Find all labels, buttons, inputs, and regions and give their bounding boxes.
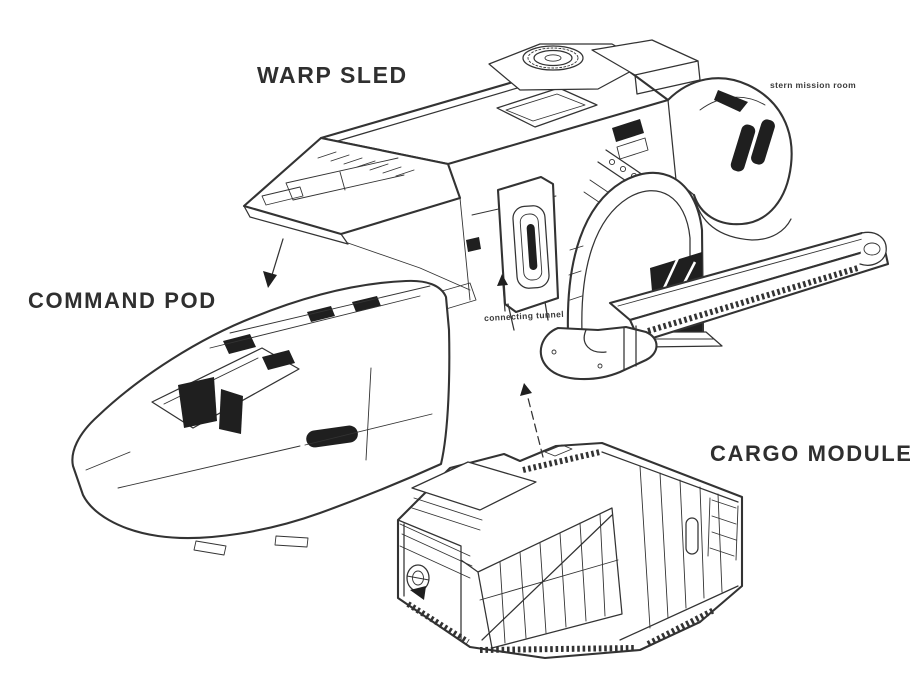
cargo-module-label: CARGO MODULE bbox=[710, 441, 910, 466]
cargo-rib-strip bbox=[522, 449, 601, 473]
arrowhead-up bbox=[497, 274, 508, 286]
cargo-bottom-rib-strips bbox=[406, 601, 716, 653]
warp-sled-wing-details bbox=[243, 151, 415, 245]
command-pod-hull bbox=[71, 279, 451, 540]
cargo-module-drawing bbox=[396, 441, 744, 660]
runner-front-pod bbox=[539, 325, 658, 381]
warp-sled-stern bbox=[666, 77, 793, 241]
arrowhead-down-left bbox=[263, 271, 277, 288]
warp-sled-wing bbox=[242, 136, 462, 236]
command-pod-label: COMMAND POD bbox=[28, 288, 217, 313]
runner-rib-strip bbox=[647, 265, 859, 334]
cargo-right-face bbox=[601, 451, 739, 641]
cargo-top-details bbox=[522, 444, 601, 473]
stern-window-slit bbox=[751, 119, 775, 165]
connecting-tunnel-door bbox=[427, 175, 560, 331]
cockpit-window bbox=[178, 377, 217, 428]
command-pod-panel-lines bbox=[85, 367, 433, 556]
arrow-cargo-to-sled bbox=[520, 383, 544, 458]
cargo-truss-panel bbox=[477, 507, 623, 649]
command-pod-roof-hatches bbox=[209, 285, 431, 370]
arrowhead-up-dashed bbox=[520, 383, 532, 396]
stern-dark-wedge bbox=[714, 90, 748, 112]
arrow-connecting-tunnel bbox=[497, 274, 508, 312]
command-pod-drawing bbox=[71, 279, 451, 556]
warp-sled-label: WARP SLED bbox=[257, 62, 408, 88]
stern-mission-room-annotation: stern mission room bbox=[770, 80, 857, 90]
command-pod-canopy bbox=[151, 347, 300, 434]
cargo-side-port bbox=[685, 517, 699, 555]
cockpit-window bbox=[219, 389, 243, 434]
warp-sled-roof-details bbox=[330, 70, 598, 301]
dome-outer-ring bbox=[522, 45, 584, 71]
arrow-sled-to-pod bbox=[263, 238, 284, 288]
warp-sled-runner bbox=[608, 231, 890, 344]
warp-sled-dome-turret bbox=[488, 39, 701, 95]
warp-sled-drawing bbox=[242, 39, 890, 381]
stern-window-slit bbox=[730, 124, 756, 172]
